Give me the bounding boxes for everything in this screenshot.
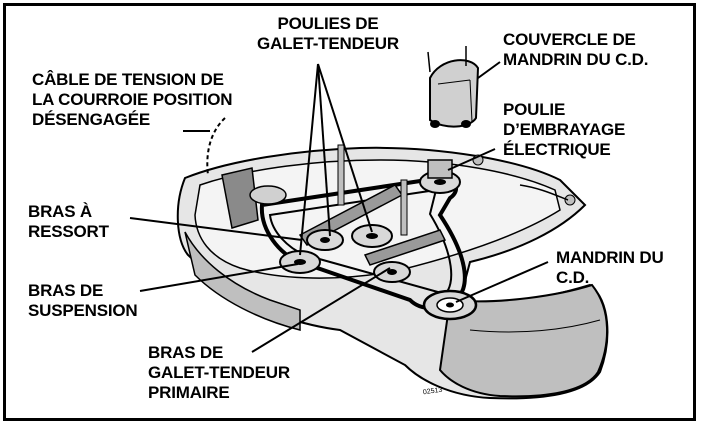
label-line: LA COURROIE POSITION [32, 90, 233, 109]
primary-idler-pulley [373, 261, 411, 283]
idler-pulley-right [351, 224, 393, 248]
label-suspension-arm: BRAS DE SUSPENSION [28, 281, 138, 321]
label-belt-cable: CÂBLE DE TENSION DE LA COURROIE POSITION… [32, 70, 233, 130]
label-idler-pulleys: POULIES DE GALET-TENDEUR [228, 14, 428, 54]
label-line: BRAS DE [148, 343, 224, 362]
label-line: BRAS DE [28, 281, 104, 300]
label-spindle: MANDRIN DU C.D. [556, 248, 664, 288]
label-line: BRAS À [28, 202, 92, 221]
left-bracket [221, 167, 259, 229]
label-clutch-pulley: POULIE D’EMBRAYAGE ÉLECTRIQUE [503, 100, 625, 160]
label-line: PRIMAIRE [148, 383, 230, 402]
label-line: D’EMBRAYAGE [503, 120, 626, 139]
label-line: DÉSENGAGÉE [32, 110, 150, 129]
leader-lines [129, 61, 549, 353]
label-line: POULIES DE [277, 14, 379, 33]
label-line: GALET-TENDEUR [148, 363, 290, 382]
spindle-pulley [422, 289, 478, 321]
label-line: POULIE [503, 100, 566, 119]
spindle-cover [429, 59, 480, 128]
label-line: RESSORT [28, 222, 109, 241]
label-primary-idler-arm: BRAS DE GALET-TENDEUR PRIMAIRE [148, 343, 290, 403]
label-spring-arm: BRAS À RESSORT [28, 202, 109, 242]
label-line: MANDRIN DU C.D. [503, 50, 649, 69]
label-line: COUVERCLE DE [503, 30, 636, 49]
label-spindle-cover: COUVERCLE DE MANDRIN DU C.D. [503, 30, 648, 70]
label-line: CÂBLE DE TENSION DE [32, 70, 224, 89]
electric-clutch-pulley [419, 159, 461, 194]
primary-idler-arm [363, 229, 447, 266]
label-line: C.D. [556, 268, 590, 287]
idler-pulley-center [306, 229, 344, 251]
label-line: MANDRIN DU [556, 248, 664, 267]
discharge-chute [438, 283, 608, 398]
label-line: SUSPENSION [28, 301, 138, 320]
label-line: ÉLECTRIQUE [503, 140, 611, 159]
label-line: GALET-TENDEUR [257, 34, 399, 53]
